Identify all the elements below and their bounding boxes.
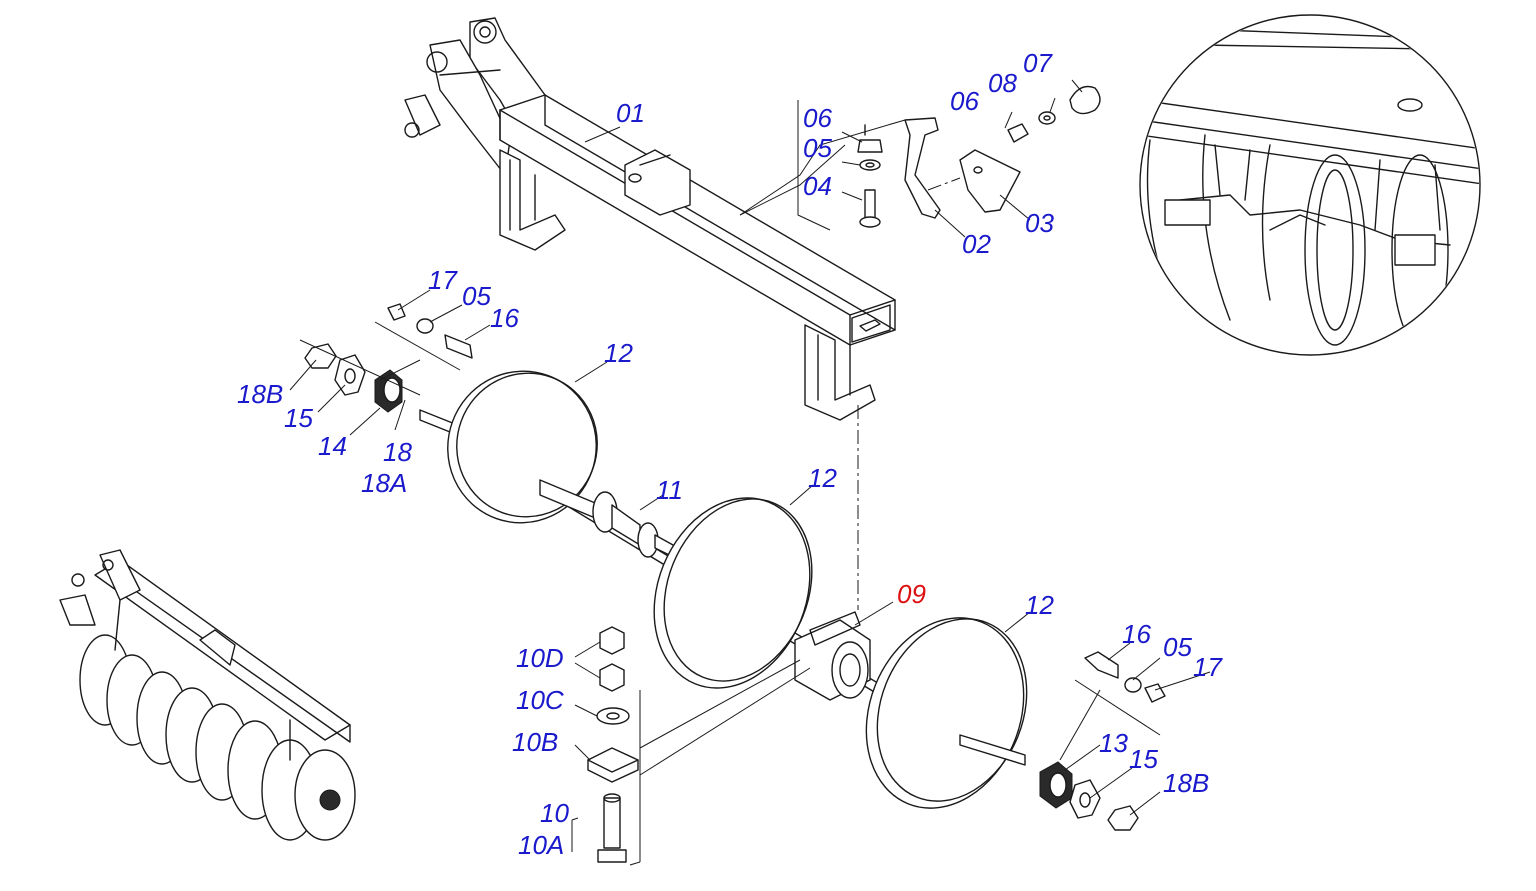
callout-15-right: 15 [1129,744,1158,774]
callout-05-right: 05 [1163,632,1192,662]
callout-04: 04 [803,171,832,201]
callout-12-left: 12 [604,338,633,368]
callout-05-top: 05 [803,133,832,163]
callout-10D: 10D [516,643,564,673]
callout-17-left: 17 [428,265,458,295]
callout-10C: 10C [516,685,564,715]
callout-10: 10 [540,798,569,828]
overview-harrow-drawing [59,549,356,841]
callout-15-left: 15 [284,403,313,433]
callout-labels: 01 02 03 04 05 06 06 08 07 17 05 16 18B … [237,48,1223,860]
leader-lines [289,79,1211,852]
callout-14: 14 [318,431,347,461]
left-hardware-drawing [299,303,473,441]
callout-17-right: 17 [1193,652,1223,682]
callout-06-left: 06 [803,103,832,133]
callout-18: 18 [383,437,412,467]
scraper-assembly-drawing [739,85,1101,231]
callout-06-right: 06 [950,86,979,116]
callout-07: 07 [1023,48,1053,78]
detail-view-drawing [1139,14,1481,356]
callout-01: 01 [616,98,645,128]
callout-02: 02 [962,229,991,259]
callout-05-left: 05 [462,281,491,311]
right-hardware-drawing [959,651,1166,831]
callout-12-middle: 12 [808,463,837,493]
callout-18B-left: 18B [237,379,283,409]
callout-16-right: 16 [1122,619,1151,649]
callout-18A: 18A [361,468,407,498]
callout-03: 03 [1025,208,1054,238]
callout-09: 09 [897,579,926,609]
frame-beam-drawing [404,17,896,421]
callout-12-right: 12 [1025,590,1054,620]
callout-10A: 10A [518,830,564,860]
callout-16-left: 16 [490,303,519,333]
callout-13: 13 [1099,728,1128,758]
callout-11: 11 [656,475,683,505]
callout-08: 08 [988,68,1017,98]
callout-18B-right: 18B [1163,768,1209,798]
callout-10B: 10B [512,727,558,757]
disc-assembly-drawing [447,370,1028,809]
hanger-bolt-stack-drawing [587,626,811,866]
